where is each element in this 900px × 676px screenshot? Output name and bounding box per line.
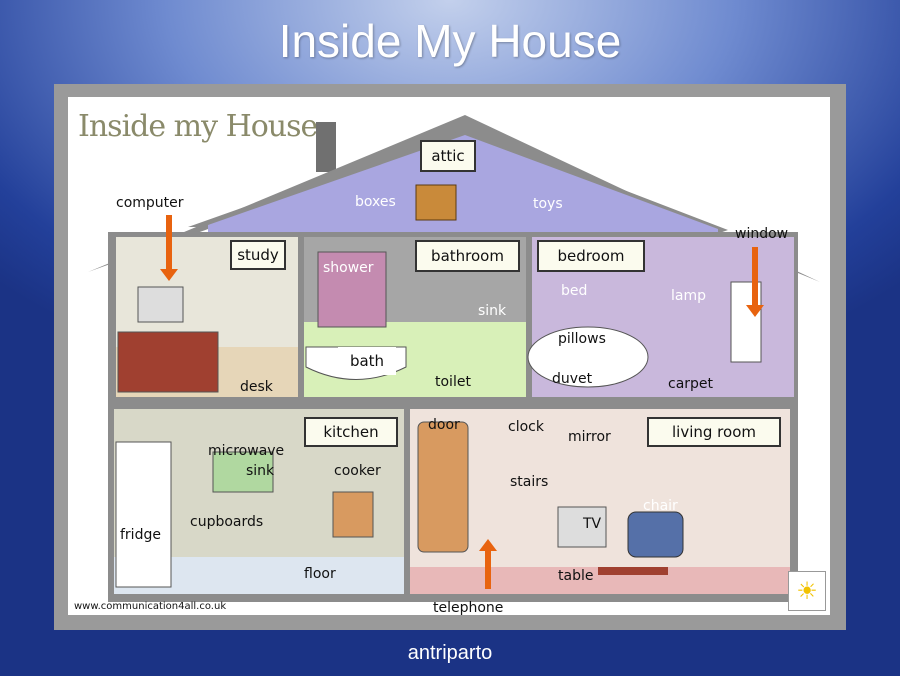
arrow-telephone: [479, 539, 497, 589]
arrow-computer: [160, 215, 178, 281]
picture-heading: Inside my House: [78, 109, 318, 144]
website-credit: www.communication4all.co.uk: [74, 601, 227, 612]
label-carpet: carpet: [668, 376, 714, 392]
attic-box: [415, 184, 457, 221]
label-window: window: [735, 226, 789, 242]
label-shower: shower: [323, 260, 374, 276]
sun-logo-icon: ☀: [788, 571, 826, 611]
label-attic: attic: [420, 140, 476, 172]
label-tv: TV: [583, 516, 602, 532]
label-cooker: cooker: [334, 463, 381, 479]
label-telephone: telephone: [433, 600, 504, 615]
label-computer: computer: [116, 195, 184, 211]
label-living-room: living room: [647, 417, 781, 447]
label-clock: clock: [508, 419, 544, 435]
door-shape: [417, 421, 469, 553]
label-bathroom: bathroom: [415, 240, 520, 272]
label-lamp: lamp: [671, 288, 706, 304]
label-boxes: boxes: [355, 194, 396, 210]
label-study: study: [230, 240, 286, 270]
label-toys: toys: [533, 196, 563, 212]
chimney: [316, 122, 336, 172]
slide-title: Inside My House: [278, 15, 622, 67]
house-illustration: Inside my House attic boxes toys compute…: [68, 97, 830, 615]
picture-frame: Inside my House attic boxes toys compute…: [54, 84, 846, 630]
label-bedroom: bedroom: [537, 240, 645, 272]
label-stairs: stairs: [510, 474, 549, 490]
label-kitchen: kitchen: [304, 417, 398, 447]
desk-shape: [117, 331, 219, 393]
label-desk: desk: [240, 379, 273, 395]
label-bed: bed: [561, 283, 588, 299]
label-table: table: [558, 568, 594, 584]
slide-credit: antriparto: [407, 642, 493, 664]
label-bath: bath: [338, 347, 396, 375]
label-toilet: toilet: [435, 374, 471, 390]
computer-shape: [137, 286, 184, 323]
label-chair: chair: [643, 498, 678, 514]
chair-shape: [627, 511, 684, 558]
duvet-shape: [527, 326, 649, 388]
arrow-window: [746, 247, 764, 317]
attic-area: [208, 135, 718, 232]
label-floor: floor: [304, 566, 336, 582]
house-structure: [88, 115, 820, 602]
label-microwave: microwave: [208, 443, 285, 459]
label-mirror: mirror: [568, 429, 611, 445]
cooker-shape: [332, 491, 374, 538]
table-shape: [598, 567, 668, 575]
label-cupboards: cupboards: [190, 514, 264, 530]
shower-curtain: [317, 251, 387, 328]
label-fridge: fridge: [120, 527, 161, 543]
label-duvet: duvet: [552, 371, 593, 387]
label-sink-kitchen: sink: [246, 463, 275, 479]
cupboards-shape: [212, 451, 274, 493]
fridge-shape: [115, 441, 172, 588]
tv-shape: [557, 506, 607, 548]
label-sink-bathroom: sink: [478, 303, 507, 319]
label-pillows: pillows: [558, 331, 606, 347]
label-door: door: [428, 417, 460, 433]
